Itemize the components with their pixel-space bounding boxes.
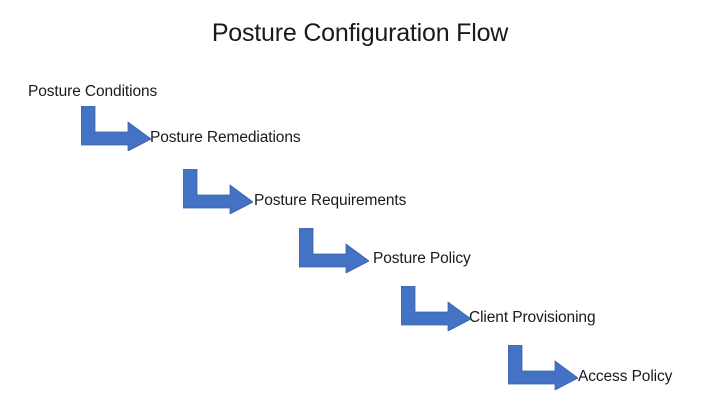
- flow-step-posture-requirements: Posture Requirements: [254, 192, 407, 209]
- flow-step-posture-remediations: Posture Remediations: [150, 129, 301, 146]
- elbow-arrow-icon-2: [183, 169, 253, 214]
- flow-step-posture-policy: Posture Policy: [373, 250, 471, 267]
- flow-step-access-policy: Access Policy: [578, 368, 673, 385]
- elbow-arrow-icon-3: [299, 228, 369, 273]
- page-title: Posture Configuration Flow: [211, 19, 509, 47]
- elbow-arrow-icon-5: [508, 345, 578, 390]
- elbow-arrow-icon-1: [81, 106, 151, 151]
- flow-step-posture-conditions: Posture Conditions: [28, 83, 158, 100]
- elbow-arrow-icon-4: [401, 286, 471, 331]
- flow-step-client-provisioning: Client Provisioning: [469, 309, 596, 326]
